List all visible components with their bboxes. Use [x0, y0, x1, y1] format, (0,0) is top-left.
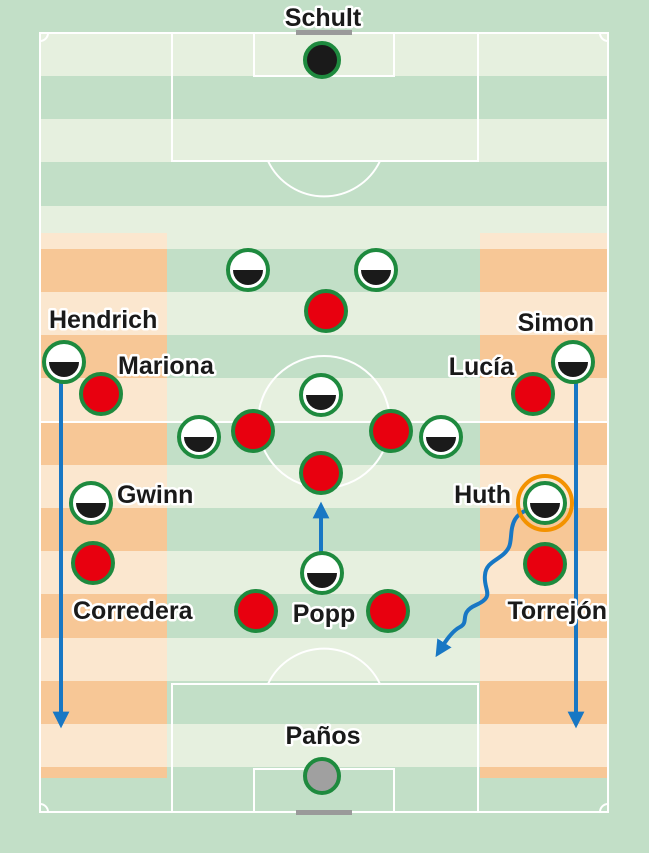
white-player-defensive-midfield — [300, 551, 344, 595]
wing-zone-stripe — [480, 422, 608, 465]
movement-arrows — [52, 370, 585, 729]
pitch-stripe — [40, 119, 608, 162]
wing-zone-stripe — [40, 767, 167, 778]
huth-label: Huth — [454, 481, 511, 509]
torrejon-marker — [523, 542, 567, 586]
simon-marker — [551, 340, 595, 384]
bottom-penalty-arc — [267, 647, 381, 685]
red-player-center-back-advanced — [304, 289, 348, 333]
mariona-marker — [79, 372, 123, 416]
wing-zone-stripe — [480, 594, 608, 638]
wing-zone-stripe — [40, 292, 167, 335]
hendrich-label: Hendrich — [49, 306, 157, 334]
mariona-label: Mariona — [118, 352, 215, 380]
popp-marker-right — [366, 589, 410, 633]
white-player-right-forward — [354, 248, 398, 292]
corredera-marker — [71, 541, 115, 585]
pitch-stripe — [40, 162, 608, 206]
white-player-left-forward — [226, 248, 270, 292]
panos-label: Paños — [285, 722, 360, 750]
top-goal — [296, 30, 352, 35]
wing-zone-stripe — [480, 233, 608, 249]
schult-goalkeeper-marker — [303, 41, 341, 79]
corner-arc-bottom-left — [39, 803, 49, 813]
pitch-stripe — [40, 76, 608, 119]
wing-zone-stripe — [480, 767, 608, 778]
popp-marker-left — [234, 589, 278, 633]
wing-zone-stripe — [480, 681, 608, 724]
red-player-left-center — [231, 409, 275, 453]
panos-goalkeeper-marker — [303, 757, 341, 795]
wing-zone-stripe — [480, 638, 608, 681]
schult-label: Schult — [285, 4, 362, 32]
red-player-striker — [299, 451, 343, 495]
wing-zone-stripe — [40, 249, 167, 292]
bottom-goal — [296, 810, 352, 815]
wing-zone-stripe — [40, 724, 167, 767]
wing-zone-stripe — [480, 724, 608, 767]
corner-arc-top-right — [599, 32, 609, 42]
red-player-right-center — [369, 409, 413, 453]
wing-zone-stripe — [480, 249, 608, 292]
huth-dribble-arrow — [435, 506, 537, 658]
players — [42, 41, 595, 795]
white-player-left-midfield — [177, 415, 221, 459]
hendrich-marker — [42, 340, 86, 384]
corner-arc-bottom-right — [599, 803, 609, 813]
wing-zone-stripe — [40, 233, 167, 249]
white-player-right-midfield — [419, 415, 463, 459]
top-penalty-arc — [267, 160, 381, 198]
gwinn-marker — [69, 481, 113, 525]
huth-marker — [523, 481, 567, 525]
torrejon-label: Torrejón — [507, 597, 607, 625]
corredera-label: Corredera — [73, 597, 194, 625]
lucia-label: Lucía — [449, 353, 515, 381]
simon-label: Simon — [518, 309, 594, 337]
white-player-center-midfield — [299, 373, 343, 417]
wing-zone-stripe — [480, 292, 608, 335]
lucia-marker — [511, 372, 555, 416]
huth-highlight-ring — [516, 474, 574, 532]
gwinn-label: Gwinn — [117, 481, 193, 509]
player-labels: Schult Hendrich Simon Mariona Lucía Gwin… — [47, 2, 610, 753]
corner-arc-top-left — [39, 32, 49, 42]
popp-label: Popp — [293, 600, 356, 628]
